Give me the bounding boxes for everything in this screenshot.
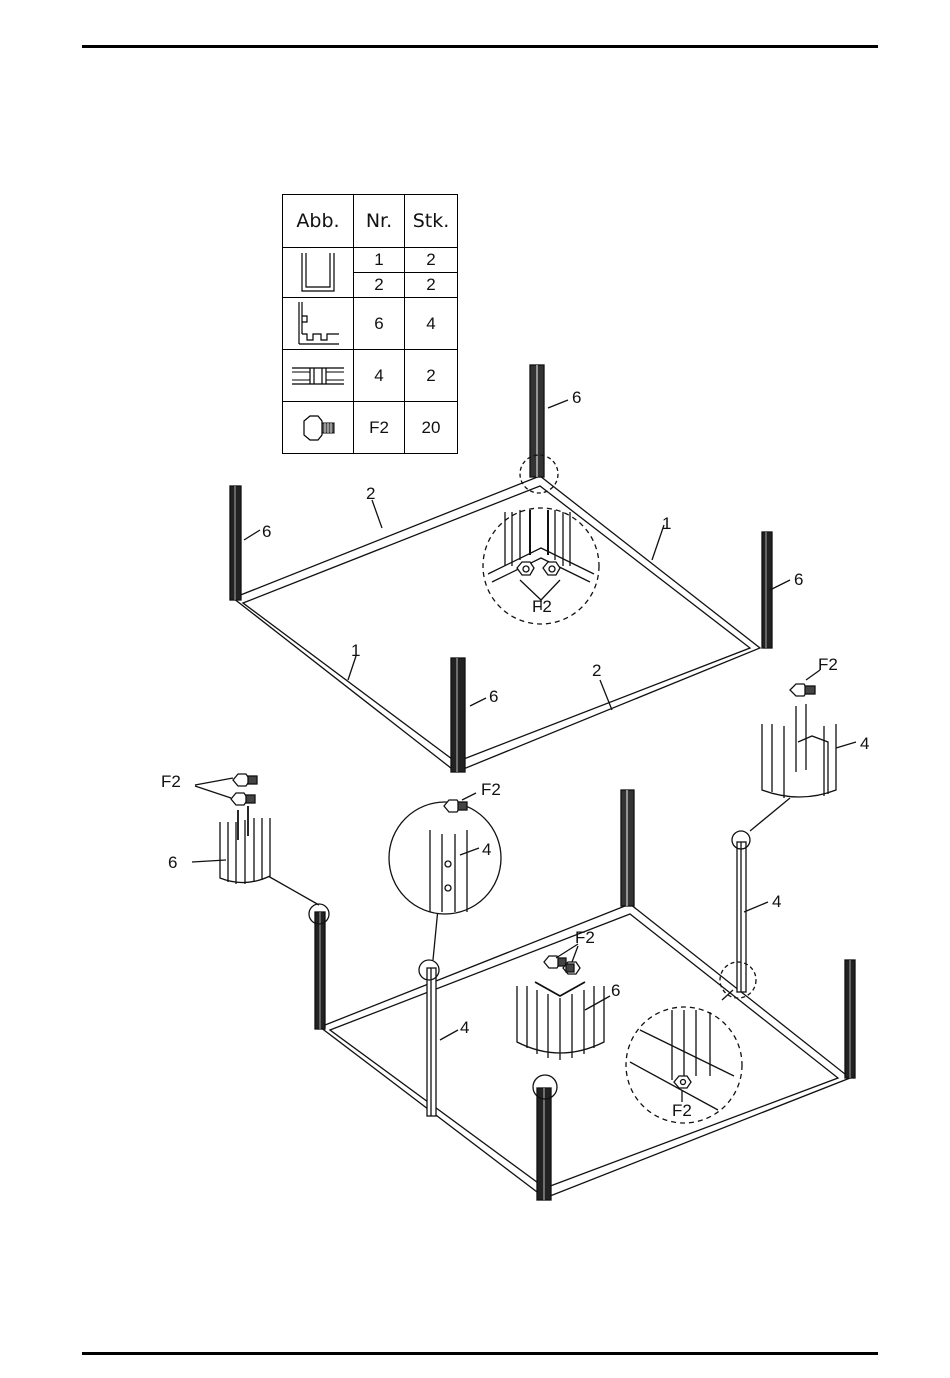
detail-leaders: [268, 798, 790, 1000]
upper-post-back-label: 6: [572, 388, 581, 407]
center-detail-bolt-label: F2: [481, 780, 501, 799]
upper-post-front-label: 6: [489, 687, 498, 706]
left-detail-bolt-label: F2: [161, 772, 181, 791]
upper-frame: [230, 365, 772, 772]
upper-post-front: [451, 658, 465, 772]
corner-bolts-label: F2: [575, 928, 595, 947]
right-detail-part-label: 4: [860, 734, 869, 753]
connector-left-label: 4: [460, 1018, 469, 1037]
bottom-detail-bolt-label: F2: [672, 1101, 692, 1120]
right-detail-bolt-label: F2: [818, 655, 838, 674]
upper-post-right-label: 6: [794, 570, 803, 589]
upper-post-left-label: 6: [262, 522, 271, 541]
corner-part-label: 6: [611, 981, 620, 1000]
footer-rule: [82, 1352, 878, 1355]
beam-front-right-label: 2: [592, 661, 601, 680]
beam-front-left-label: 1: [351, 641, 360, 660]
detail-connector-top: [762, 684, 836, 798]
upper-detail-bolts-label: F2: [532, 597, 552, 616]
left-detail-part-label: 6: [168, 853, 177, 872]
connector-right-label: 4: [772, 892, 781, 911]
center-detail-part-label: 4: [482, 840, 491, 859]
detail-corner-center: [517, 944, 610, 1060]
beam-back-left-label: 2: [366, 484, 375, 503]
beam-back-right-label: 1: [662, 514, 671, 533]
detail-corner-left: [192, 774, 270, 884]
